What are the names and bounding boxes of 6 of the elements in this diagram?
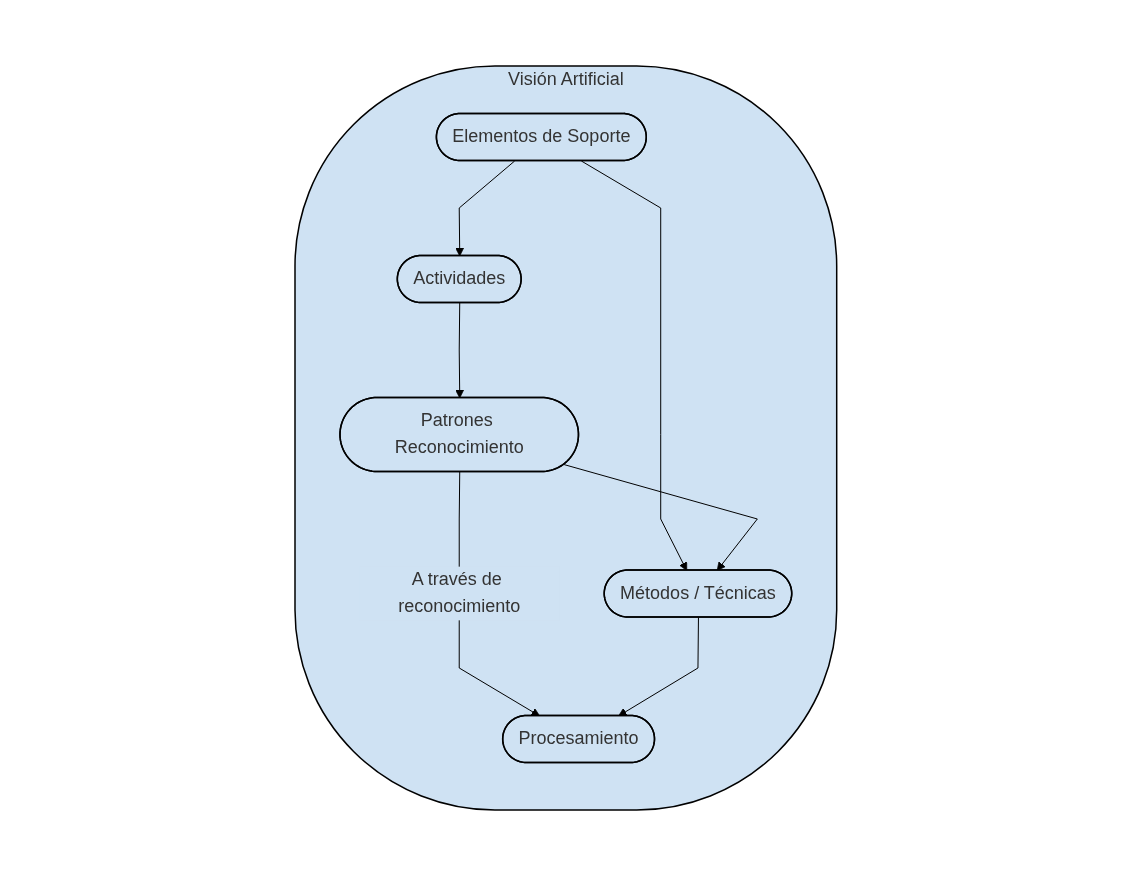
edge-label: A través de reconocimiento bbox=[398, 568, 521, 616]
arrow bbox=[581, 160, 688, 571]
arrow bbox=[618, 616, 700, 716]
arrow bbox=[563, 463, 758, 571]
arrow bbox=[455, 160, 516, 256]
arrow bbox=[455, 302, 465, 398]
